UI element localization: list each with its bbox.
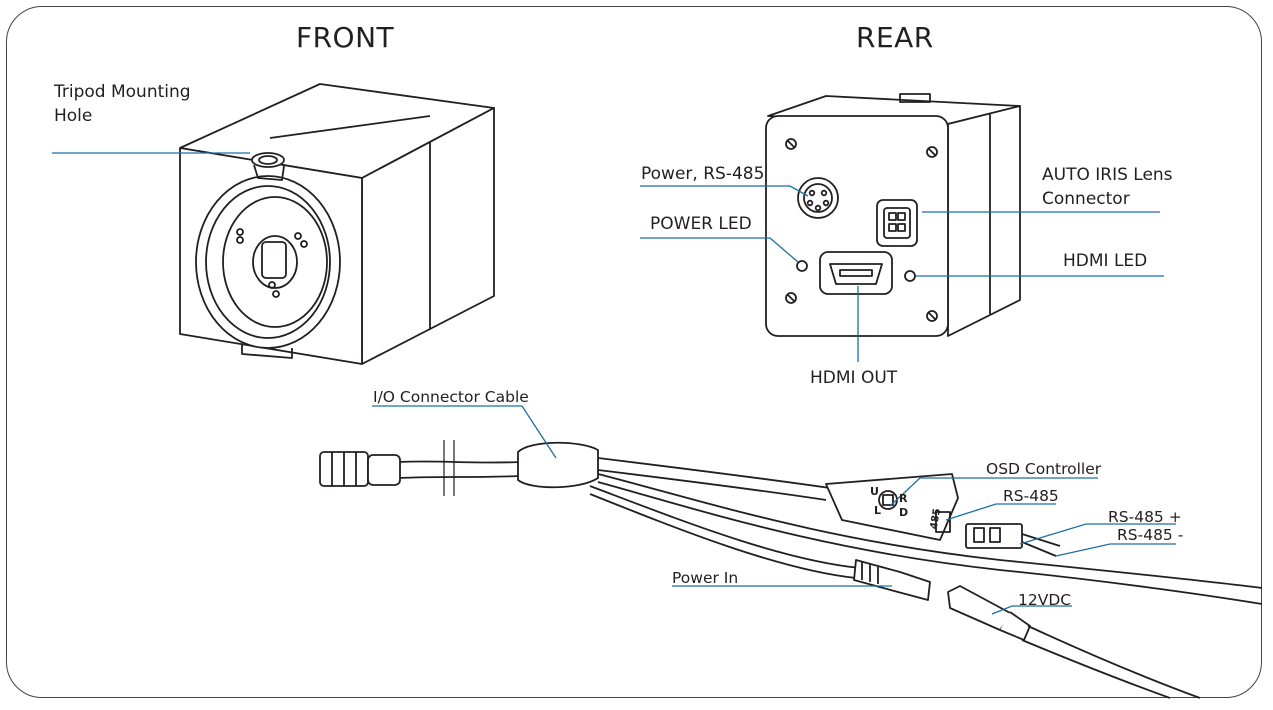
leader-lines xyxy=(52,152,1176,615)
label-power-in: Power In xyxy=(672,569,739,587)
front-camera xyxy=(179,83,495,365)
label-rs485-plus: RS-485 + xyxy=(1108,508,1182,526)
io-cable xyxy=(319,440,1263,699)
label-tripod-mounting-hole: Tripod Mounting Hole xyxy=(54,82,191,126)
label-io-connector-cable: I/O Connector Cable xyxy=(373,388,529,406)
osd-key-up: U xyxy=(870,485,879,498)
label-hdmi-led: HDMI LED xyxy=(1063,251,1148,271)
osd-key-right: R xyxy=(899,492,908,505)
label-osd-controller: OSD Controller xyxy=(986,460,1102,478)
label-power-rs485: Power, RS-485 xyxy=(641,164,765,184)
rear-heading: REAR xyxy=(856,21,934,54)
diagram-frame xyxy=(6,6,1262,698)
rear-camera xyxy=(765,93,1021,337)
osd-key-left: L xyxy=(874,504,882,517)
label-auto-iris-connector: AUTO IRIS Lens Connector xyxy=(1042,165,1173,209)
label-rs485-minus: RS-485 - xyxy=(1117,526,1184,544)
osd-key-down: D xyxy=(899,506,909,519)
label-rs485: RS-485 xyxy=(1003,487,1059,505)
label-hdmi-out: HDMI OUT xyxy=(810,368,898,388)
front-heading: FRONT xyxy=(296,21,395,54)
label-power-led: POWER LED xyxy=(650,214,752,234)
label-12vdc: 12VDC xyxy=(1018,591,1072,609)
